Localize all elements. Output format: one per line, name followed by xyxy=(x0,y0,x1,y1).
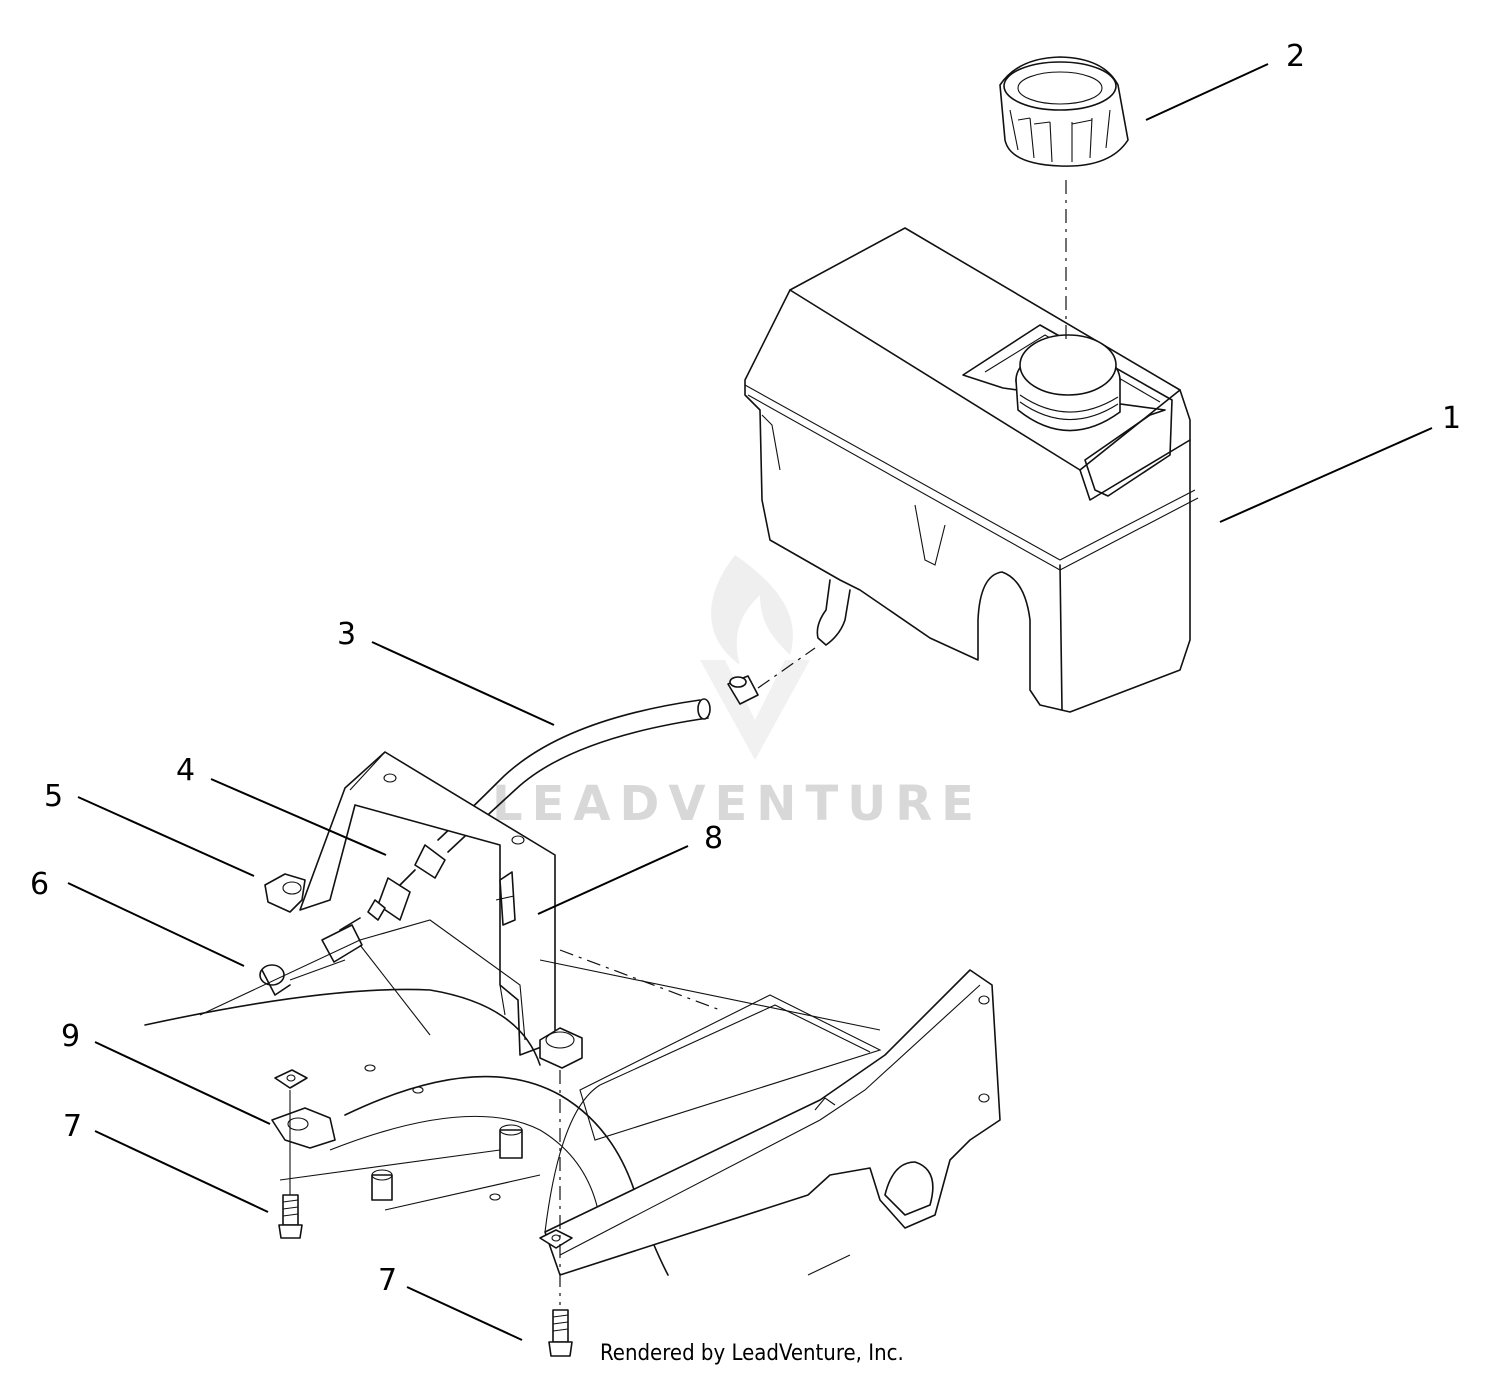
callout-6: 6 xyxy=(30,867,49,902)
tank-cap[interactable] xyxy=(999,56,1129,167)
leader-3 xyxy=(371,641,555,726)
square-nut[interactable] xyxy=(274,1069,308,1089)
watermark-text: LEADVENTURE xyxy=(492,776,983,832)
callout-8: 8 xyxy=(704,821,723,856)
hex-nut[interactable] xyxy=(539,1027,583,1069)
callout-7b: 7 xyxy=(378,1263,397,1298)
mounting-bracket[interactable] xyxy=(299,751,561,1056)
leader-4 xyxy=(210,778,387,856)
leader-6 xyxy=(67,882,245,967)
leader-9 xyxy=(94,1041,271,1125)
fuel-shutoff-valve[interactable] xyxy=(339,844,446,931)
callout-3: 3 xyxy=(337,617,356,652)
screw-right[interactable] xyxy=(548,1309,573,1357)
leader-8 xyxy=(537,845,689,915)
render-credit: Rendered by LeadVenture, Inc. xyxy=(600,1341,904,1366)
callout-9: 9 xyxy=(61,1019,80,1054)
cable-clip[interactable] xyxy=(264,873,306,913)
hose-centerline xyxy=(757,647,816,689)
callout-2: 2 xyxy=(1286,39,1305,74)
leader-7b xyxy=(406,1286,523,1341)
leader-2 xyxy=(1145,63,1269,121)
spacer-plate[interactable] xyxy=(271,1107,336,1149)
callout-1: 1 xyxy=(1442,401,1461,436)
fuel-tank[interactable] xyxy=(744,227,1199,713)
hose-clamp[interactable] xyxy=(727,675,759,705)
hose-fitting[interactable] xyxy=(259,924,363,996)
callout-5: 5 xyxy=(44,779,63,814)
fitting-centerline xyxy=(289,959,346,981)
mower-deck-frame xyxy=(144,919,1001,1276)
screw-left[interactable] xyxy=(278,1194,303,1239)
leadventure-watermark-logo xyxy=(700,555,810,760)
leader-1 xyxy=(1219,427,1433,523)
leader-5 xyxy=(77,796,255,877)
callout-4: 4 xyxy=(176,753,195,788)
leader-7a xyxy=(94,1130,269,1213)
callout-7a: 7 xyxy=(63,1109,82,1144)
